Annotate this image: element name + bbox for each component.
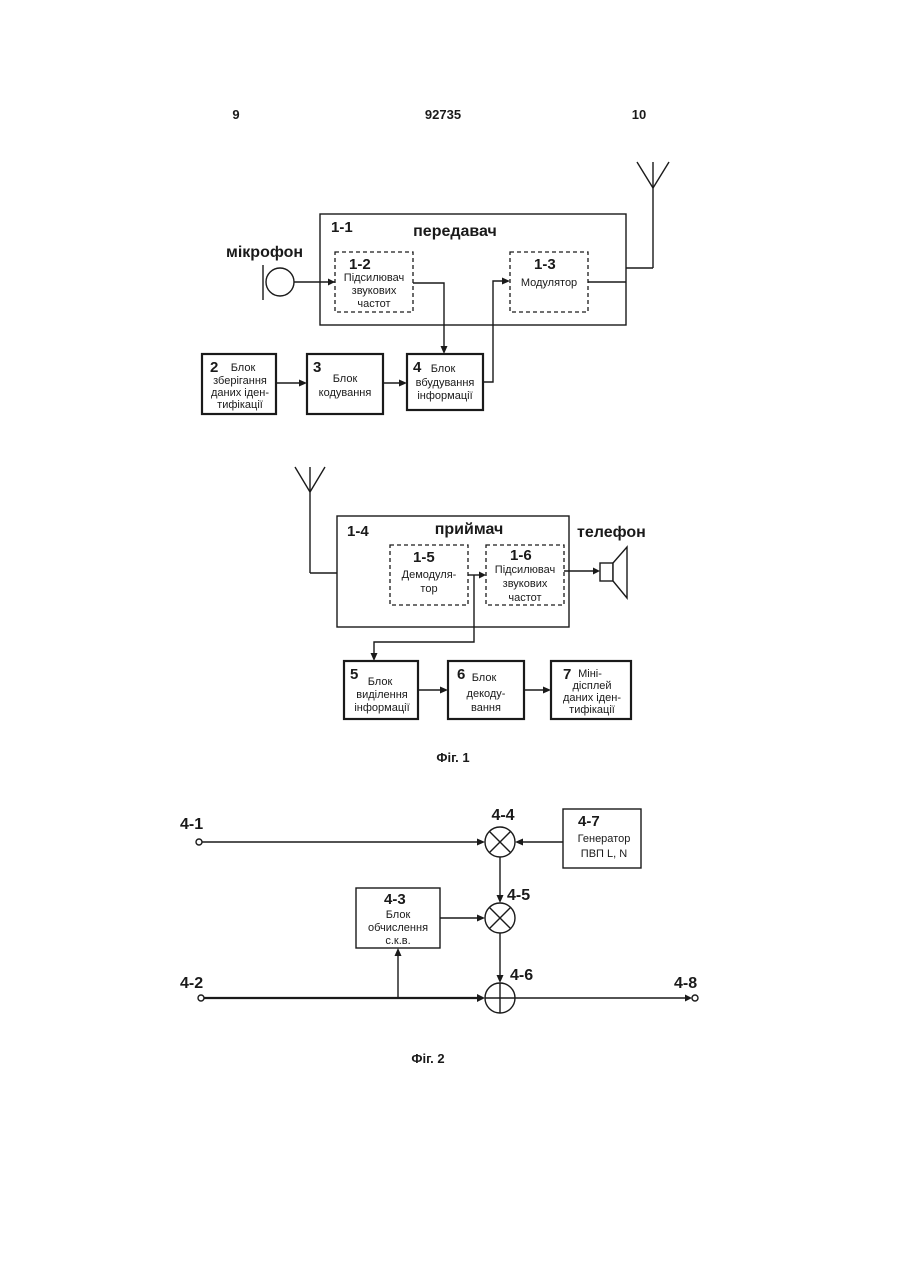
block-1-6-line1: Підсилювач: [495, 564, 555, 576]
block-1-2-line1: Підсилювач: [344, 272, 404, 284]
block-7-line3: даних іден-: [563, 692, 621, 704]
adder-4-6-label: 4-6: [510, 967, 533, 984]
receiver-id: 1-4: [347, 523, 369, 540]
block-1-2-id: 1-2: [349, 256, 371, 273]
block-5-line1: Блок: [368, 676, 393, 688]
block-1-5-line2: тор: [420, 583, 437, 595]
input-4-1-terminal: [196, 839, 202, 845]
block-7-id: 7: [563, 666, 571, 683]
block-1-5-line1: Демодуля-: [402, 569, 457, 581]
generator-line1: Генератор: [578, 833, 631, 845]
phone-label: телефон: [577, 524, 646, 541]
block-4-line2: вбудування: [416, 377, 475, 389]
speaker-icon: [600, 547, 627, 598]
block-6-line3: вання: [471, 702, 501, 714]
generator-4-7-id: 4-7: [578, 813, 600, 830]
block-7-line2: дісплей: [573, 680, 612, 692]
block-2-line1: Блок: [231, 362, 256, 374]
block-4-id: 4: [413, 359, 422, 376]
block-1-6-id: 1-6: [510, 547, 532, 564]
block-1-6-line2: звукових: [503, 578, 548, 590]
multiplier-4-4-label: 4-4: [491, 807, 514, 824]
block-5-id: 5: [350, 666, 358, 683]
multiplier-4-5-label: 4-5: [507, 887, 530, 904]
block-4-line3: інформації: [417, 390, 472, 402]
calculator-line1: Блок: [386, 909, 411, 921]
block-1-3-line1: Модулятор: [521, 277, 577, 289]
figure-2-diagram: 4-1 4-4 4-7 Генератор ПВП L, N 4-5 4-3: [180, 807, 698, 1013]
block-3-id: 3: [313, 359, 321, 376]
block-2-line3: даних іден-: [211, 387, 269, 399]
transmitter-title: передавач: [413, 223, 497, 240]
microphone-label: мікрофон: [226, 244, 303, 261]
block-7-line1: Міні-: [578, 668, 602, 680]
receiver-antenna-icon: [295, 467, 337, 573]
block-1-2-line2: звукових: [352, 285, 397, 297]
figure-2-caption: Фіг. 2: [411, 1051, 444, 1066]
block-2-line2: зберігання: [213, 375, 267, 387]
multiplier-4-4-icon: [485, 827, 515, 857]
block-6-line1: Блок: [472, 672, 497, 684]
page-number-left: 9: [232, 107, 239, 122]
block-3-line2: кодування: [319, 387, 372, 399]
adder-4-6-icon: [485, 983, 515, 1013]
receiver-title: приймач: [435, 521, 504, 538]
block-6-id: 6: [457, 666, 465, 683]
calculator-line3: с.к.в.: [385, 935, 410, 947]
calculator-4-3-id: 4-3: [384, 891, 406, 908]
transmitter-antenna-icon: [626, 162, 669, 268]
transmitter-id: 1-1: [331, 219, 353, 236]
block-1-5-id: 1-5: [413, 549, 435, 566]
output-4-8-terminal: [692, 995, 698, 1001]
block-2-id: 2: [210, 359, 218, 376]
block-4-line1: Блок: [431, 363, 456, 375]
block-1-6-line3: частот: [508, 592, 541, 604]
block-7-line4: тифікації: [569, 704, 615, 716]
input-4-2-terminal: [198, 995, 204, 1001]
block-5-line2: виділення: [356, 689, 408, 701]
input-4-2-label: 4-2: [180, 975, 203, 992]
block-3-line1: Блок: [333, 373, 358, 385]
generator-line2: ПВП L, N: [581, 848, 627, 860]
figure-1-caption: Фіг. 1: [436, 750, 469, 765]
block-1-3-id: 1-3: [534, 256, 556, 273]
multiplier-4-5-icon: [485, 903, 515, 933]
block-1-2-line3: частот: [357, 298, 390, 310]
transmitter-section: 1-1 передавач мікрофон 1-2 Підсилювач зв…: [202, 162, 669, 414]
block-5-line3: інформації: [354, 702, 409, 714]
document-number: 92735: [425, 107, 461, 122]
output-4-8-label: 4-8: [674, 975, 697, 992]
page-number-right: 10: [632, 107, 646, 122]
input-4-1-label: 4-1: [180, 816, 203, 833]
calculator-line2: обчислення: [368, 922, 428, 934]
block-2-line4: тифікації: [217, 399, 263, 411]
receiver-section: 1-4 приймач 1-5 Демодуля- тор 1-6 Підсил…: [295, 467, 646, 719]
block-6-line2: декоду-: [467, 688, 506, 700]
